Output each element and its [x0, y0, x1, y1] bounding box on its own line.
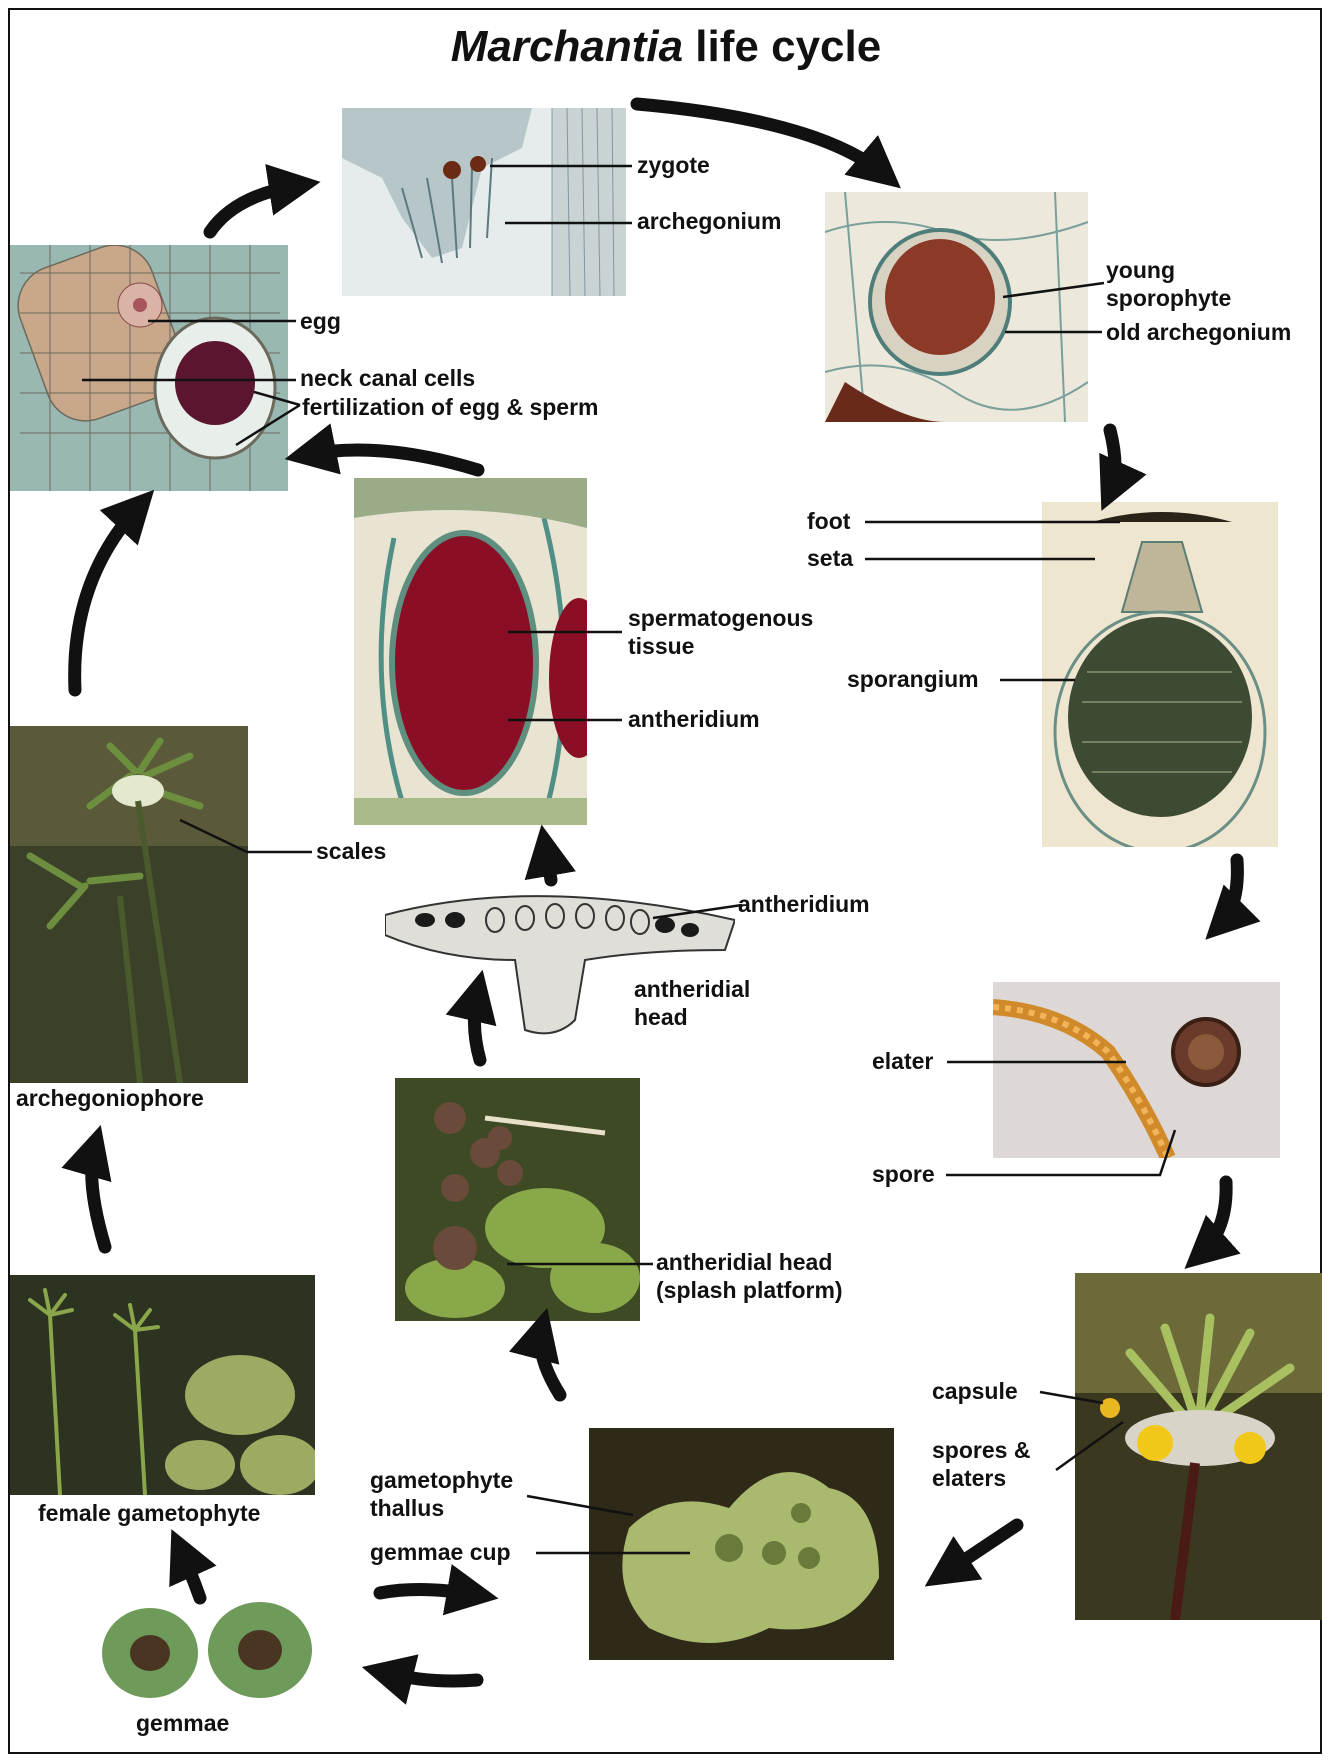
label-seta: seta [807, 544, 853, 572]
young-sporophyte-micrograph [825, 192, 1088, 422]
label-antheridial-head-splash-line1: antheridial head [656, 1248, 843, 1276]
label-scales: scales [316, 837, 386, 865]
label-foot: foot [807, 507, 850, 535]
sporangium-micrograph [1042, 502, 1278, 847]
label-spore: spore [872, 1160, 935, 1188]
label-antheridial-head-splash: antheridial head (splash platform) [656, 1248, 843, 1304]
label-elater: elater [872, 1047, 933, 1075]
label-capsule: capsule [932, 1377, 1018, 1405]
antheridial-head-photo [395, 1078, 640, 1321]
elater-spore-micrograph [993, 982, 1280, 1158]
label-antheridium-lower: antheridium [738, 890, 870, 918]
label-gemmae-cup: gemmae cup [370, 1538, 511, 1566]
label-gametophyte-thallus-line1: gametophyte [370, 1466, 513, 1494]
label-spermatogenous-line1: spermatogenous [628, 604, 813, 632]
archegoniophore-photo [10, 726, 248, 1083]
label-spores-elaters-line2: elaters [932, 1464, 1030, 1492]
egg-micrograph [10, 233, 288, 491]
capsule-photo [1075, 1273, 1322, 1620]
diagram-title: Marchantia life cycle [0, 22, 1332, 72]
label-gametophyte-thallus-line2: thallus [370, 1494, 513, 1522]
zygote-micrograph [342, 108, 626, 296]
label-spores-elaters: spores & elaters [932, 1436, 1030, 1492]
label-antheridium-upper: antheridium [628, 705, 760, 733]
label-antheridial-head-splash-line2: (splash platform) [656, 1276, 843, 1304]
female-gametophyte-photo [10, 1275, 315, 1495]
label-archegoniophore: archegoniophore [16, 1084, 204, 1112]
label-antheridial-head-line1: antheridial [634, 975, 750, 1003]
label-egg: egg [300, 307, 341, 335]
gametophyte-thallus-photo [589, 1428, 894, 1660]
label-sporangium: sporangium [847, 665, 979, 693]
label-gametophyte-thallus: gametophyte thallus [370, 1466, 513, 1522]
label-archegonium: archegonium [637, 207, 781, 235]
label-spermatogenous-tissue: spermatogenous tissue [628, 604, 813, 660]
label-spermatogenous-line2: tissue [628, 632, 813, 660]
label-neck-canal-cells: neck canal cells [300, 364, 475, 392]
label-spores-elaters-line1: spores & [932, 1436, 1030, 1464]
label-old-archegonium: old archegonium [1106, 318, 1291, 346]
label-antheridial-head: antheridial head [634, 975, 750, 1031]
antheridium-micrograph [354, 478, 587, 825]
label-gemmae: gemmae [136, 1709, 229, 1737]
label-young-sporophyte-line1: young [1106, 256, 1231, 284]
label-female-gametophyte: female gametophyte [38, 1499, 260, 1527]
label-young-sporophyte: young sporophyte [1106, 256, 1231, 312]
gemmae-photo [100, 1598, 315, 1700]
label-zygote: zygote [637, 151, 710, 179]
label-young-sporophyte-line2: sporophyte [1106, 284, 1231, 312]
label-fertilization: fertilization of egg & sperm [302, 393, 598, 421]
label-antheridial-head-line2: head [634, 1003, 750, 1031]
